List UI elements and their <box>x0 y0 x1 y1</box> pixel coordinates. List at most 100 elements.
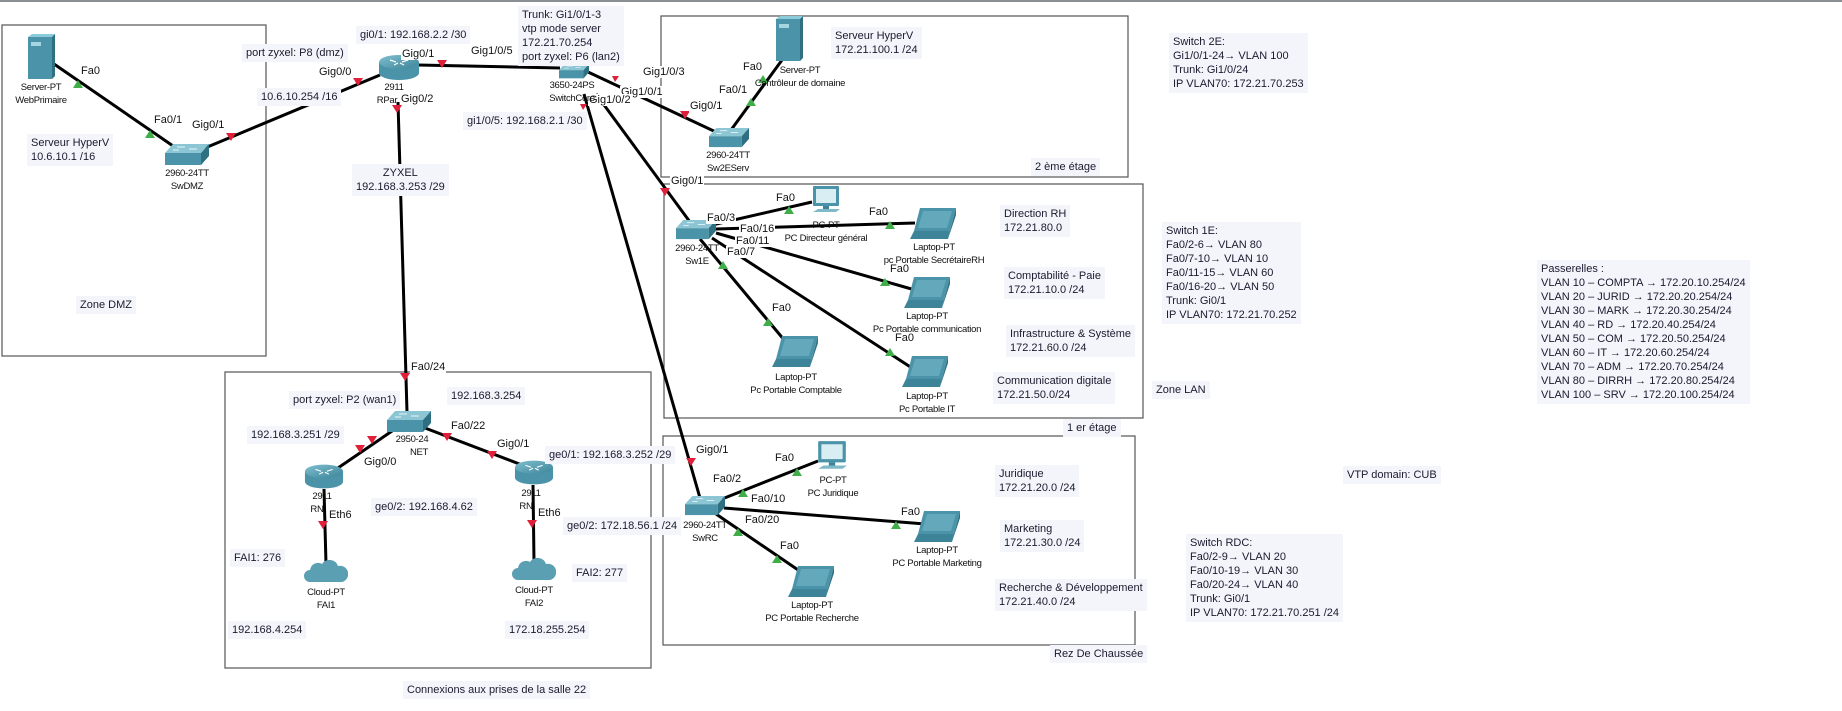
link-up-indicator <box>891 521 901 529</box>
note-rpar-gi01: gi0/1: 192.168.2.2 /30 <box>356 26 471 44</box>
link-up-indicator <box>792 468 802 476</box>
note-line: port zyxel: P6 (lan2) <box>522 51 620 63</box>
link-down-indicator <box>686 458 696 466</box>
note-line: 172.21.10.0 /24 <box>1008 284 1085 296</box>
port-label: Fa0 <box>779 540 800 552</box>
device-model: 2960-24TT <box>165 168 209 179</box>
device-name: SwRC <box>692 533 718 544</box>
link-up-indicator <box>784 206 794 214</box>
note-line: 172.21.50.0/24 <box>997 389 1071 401</box>
server-icon[interactable] <box>28 34 55 79</box>
note-zyxel-p8: port zyxel: P8 (dmz) <box>242 44 348 62</box>
link-swrc-laptopmkt <box>723 506 926 526</box>
device-model: 2960-24TT <box>706 150 750 161</box>
zone-rdc-frame <box>662 435 1136 646</box>
port-label: Fa0/1 <box>718 84 749 96</box>
device-name: Contrôleur de domaine <box>754 78 846 89</box>
device-name: Pc Portable IT <box>899 404 955 415</box>
link-down-indicator <box>487 451 497 459</box>
port-label: Gig1/0/5 <box>470 45 514 57</box>
port-label: Eth6 <box>537 507 562 519</box>
note-line: VLAN 30 – MARK → 172.20.30.254/24 <box>1541 305 1732 317</box>
pc-icon[interactable] <box>818 441 847 469</box>
note-line: VLAN 20 – JURID → 172.20.20.254/24 <box>1541 291 1733 303</box>
laptop-icon[interactable] <box>904 277 950 308</box>
port-label: Gig0/1 <box>689 100 724 112</box>
note-line: VLAN 50 – COM → 172.20.50.254/24 <box>1541 333 1726 345</box>
note-line: Infrastructure & Système <box>1010 328 1132 340</box>
device-name: PC Juridique <box>807 488 859 499</box>
link-up-indicator <box>772 555 782 563</box>
cloud-icon[interactable] <box>304 560 348 582</box>
device-name: Pc Portable communication <box>872 324 982 335</box>
pc-icon[interactable] <box>813 186 840 212</box>
zone-dmz-label: Zone DMZ <box>76 296 136 314</box>
note-line: VLAN 60 – IT → 172.20.60.254/24 <box>1541 347 1710 359</box>
port-label: Eth6 <box>328 509 353 521</box>
port-label: Fa0/7 <box>726 246 757 258</box>
note-line: 172.21.70.254 <box>522 37 593 49</box>
note-line: Fa0/11-15→ VLAN 60 <box>1166 267 1274 279</box>
laptop-icon[interactable] <box>910 208 956 239</box>
link-net-rn2 <box>424 426 523 467</box>
laptop-icon[interactable] <box>772 336 818 367</box>
note-line: Gi1/0/1-24→ VLAN 100 <box>1173 50 1289 62</box>
device-model: PC-PT <box>819 475 847 486</box>
link-down-indicator <box>680 111 690 119</box>
device-name: PC Portable Marketing <box>892 558 982 569</box>
link-sw1e-laptopcompta <box>698 238 792 348</box>
note-line: VLAN 40 – RD → 172.20.40.254/24 <box>1541 319 1716 331</box>
device-name: FAI2 <box>524 598 544 609</box>
note-rpar-gig00-ip: 10.6.10.254 /16 <box>257 88 342 106</box>
note-line: Communication digitale <box>997 375 1112 387</box>
note-line: Comptabilité - Paie <box>1008 270 1101 282</box>
switch-icon[interactable] <box>708 128 750 148</box>
note-line: 172.21.20.0 /24 <box>999 482 1076 494</box>
device-label-pcjur: PC-PT PC Juridique <box>808 474 859 500</box>
laptop-icon[interactable] <box>788 566 834 597</box>
link-up-indicator <box>885 221 895 229</box>
port-label: Gig0/1 <box>670 175 705 187</box>
note-line: 172.21.40.0 /24 <box>999 596 1076 608</box>
device-name: RN <box>519 501 533 512</box>
port-label: Fa0/24 <box>410 361 447 373</box>
switch-icon[interactable] <box>387 411 431 433</box>
device-model: Server-PT <box>20 82 62 93</box>
switch-icon[interactable] <box>684 496 726 516</box>
port-label: Fa0/20 <box>744 514 781 526</box>
device-name: Pc Portable Comptable <box>750 385 842 396</box>
port-label: Fa0/1 <box>153 114 184 126</box>
note-line: 10.6.10.1 /16 <box>31 151 96 163</box>
laptop-icon[interactable] <box>902 356 948 387</box>
device-model: Laptop-PT <box>775 372 817 383</box>
multilayer-switch-icon[interactable] <box>558 64 590 79</box>
note-line: Fa0/16-20→ VLAN 50 <box>1166 281 1275 293</box>
device-name: RPar <box>376 95 398 106</box>
server-icon[interactable] <box>776 16 803 61</box>
switch-icon[interactable] <box>165 144 209 166</box>
link-down-indicator <box>318 521 328 529</box>
link-swrc-laptoprd <box>715 512 805 576</box>
note-compta: Comptabilité - Paie 172.21.10.0 /24 <box>1004 267 1105 299</box>
note-core-gi105: gi1/0/5: 192.168.2.1 /30 <box>463 112 587 130</box>
note-line: Trunk: Gi0/1 <box>1166 295 1227 307</box>
link-swrc-pcjur <box>721 459 819 501</box>
device-model: 2950-24 <box>395 434 429 445</box>
device-model: 2911 <box>384 82 404 93</box>
cloud-icon[interactable] <box>512 558 556 580</box>
device-name: NET <box>409 447 429 458</box>
router-icon[interactable] <box>514 459 554 486</box>
port-label: Fa0/16 <box>739 223 776 235</box>
note-wan1: port zyxel: P2 (wan1) <box>289 391 401 409</box>
note-net-ip: 192.168.3.254 <box>447 387 526 405</box>
link-down-indicator <box>400 373 410 381</box>
router-icon[interactable] <box>304 463 344 490</box>
